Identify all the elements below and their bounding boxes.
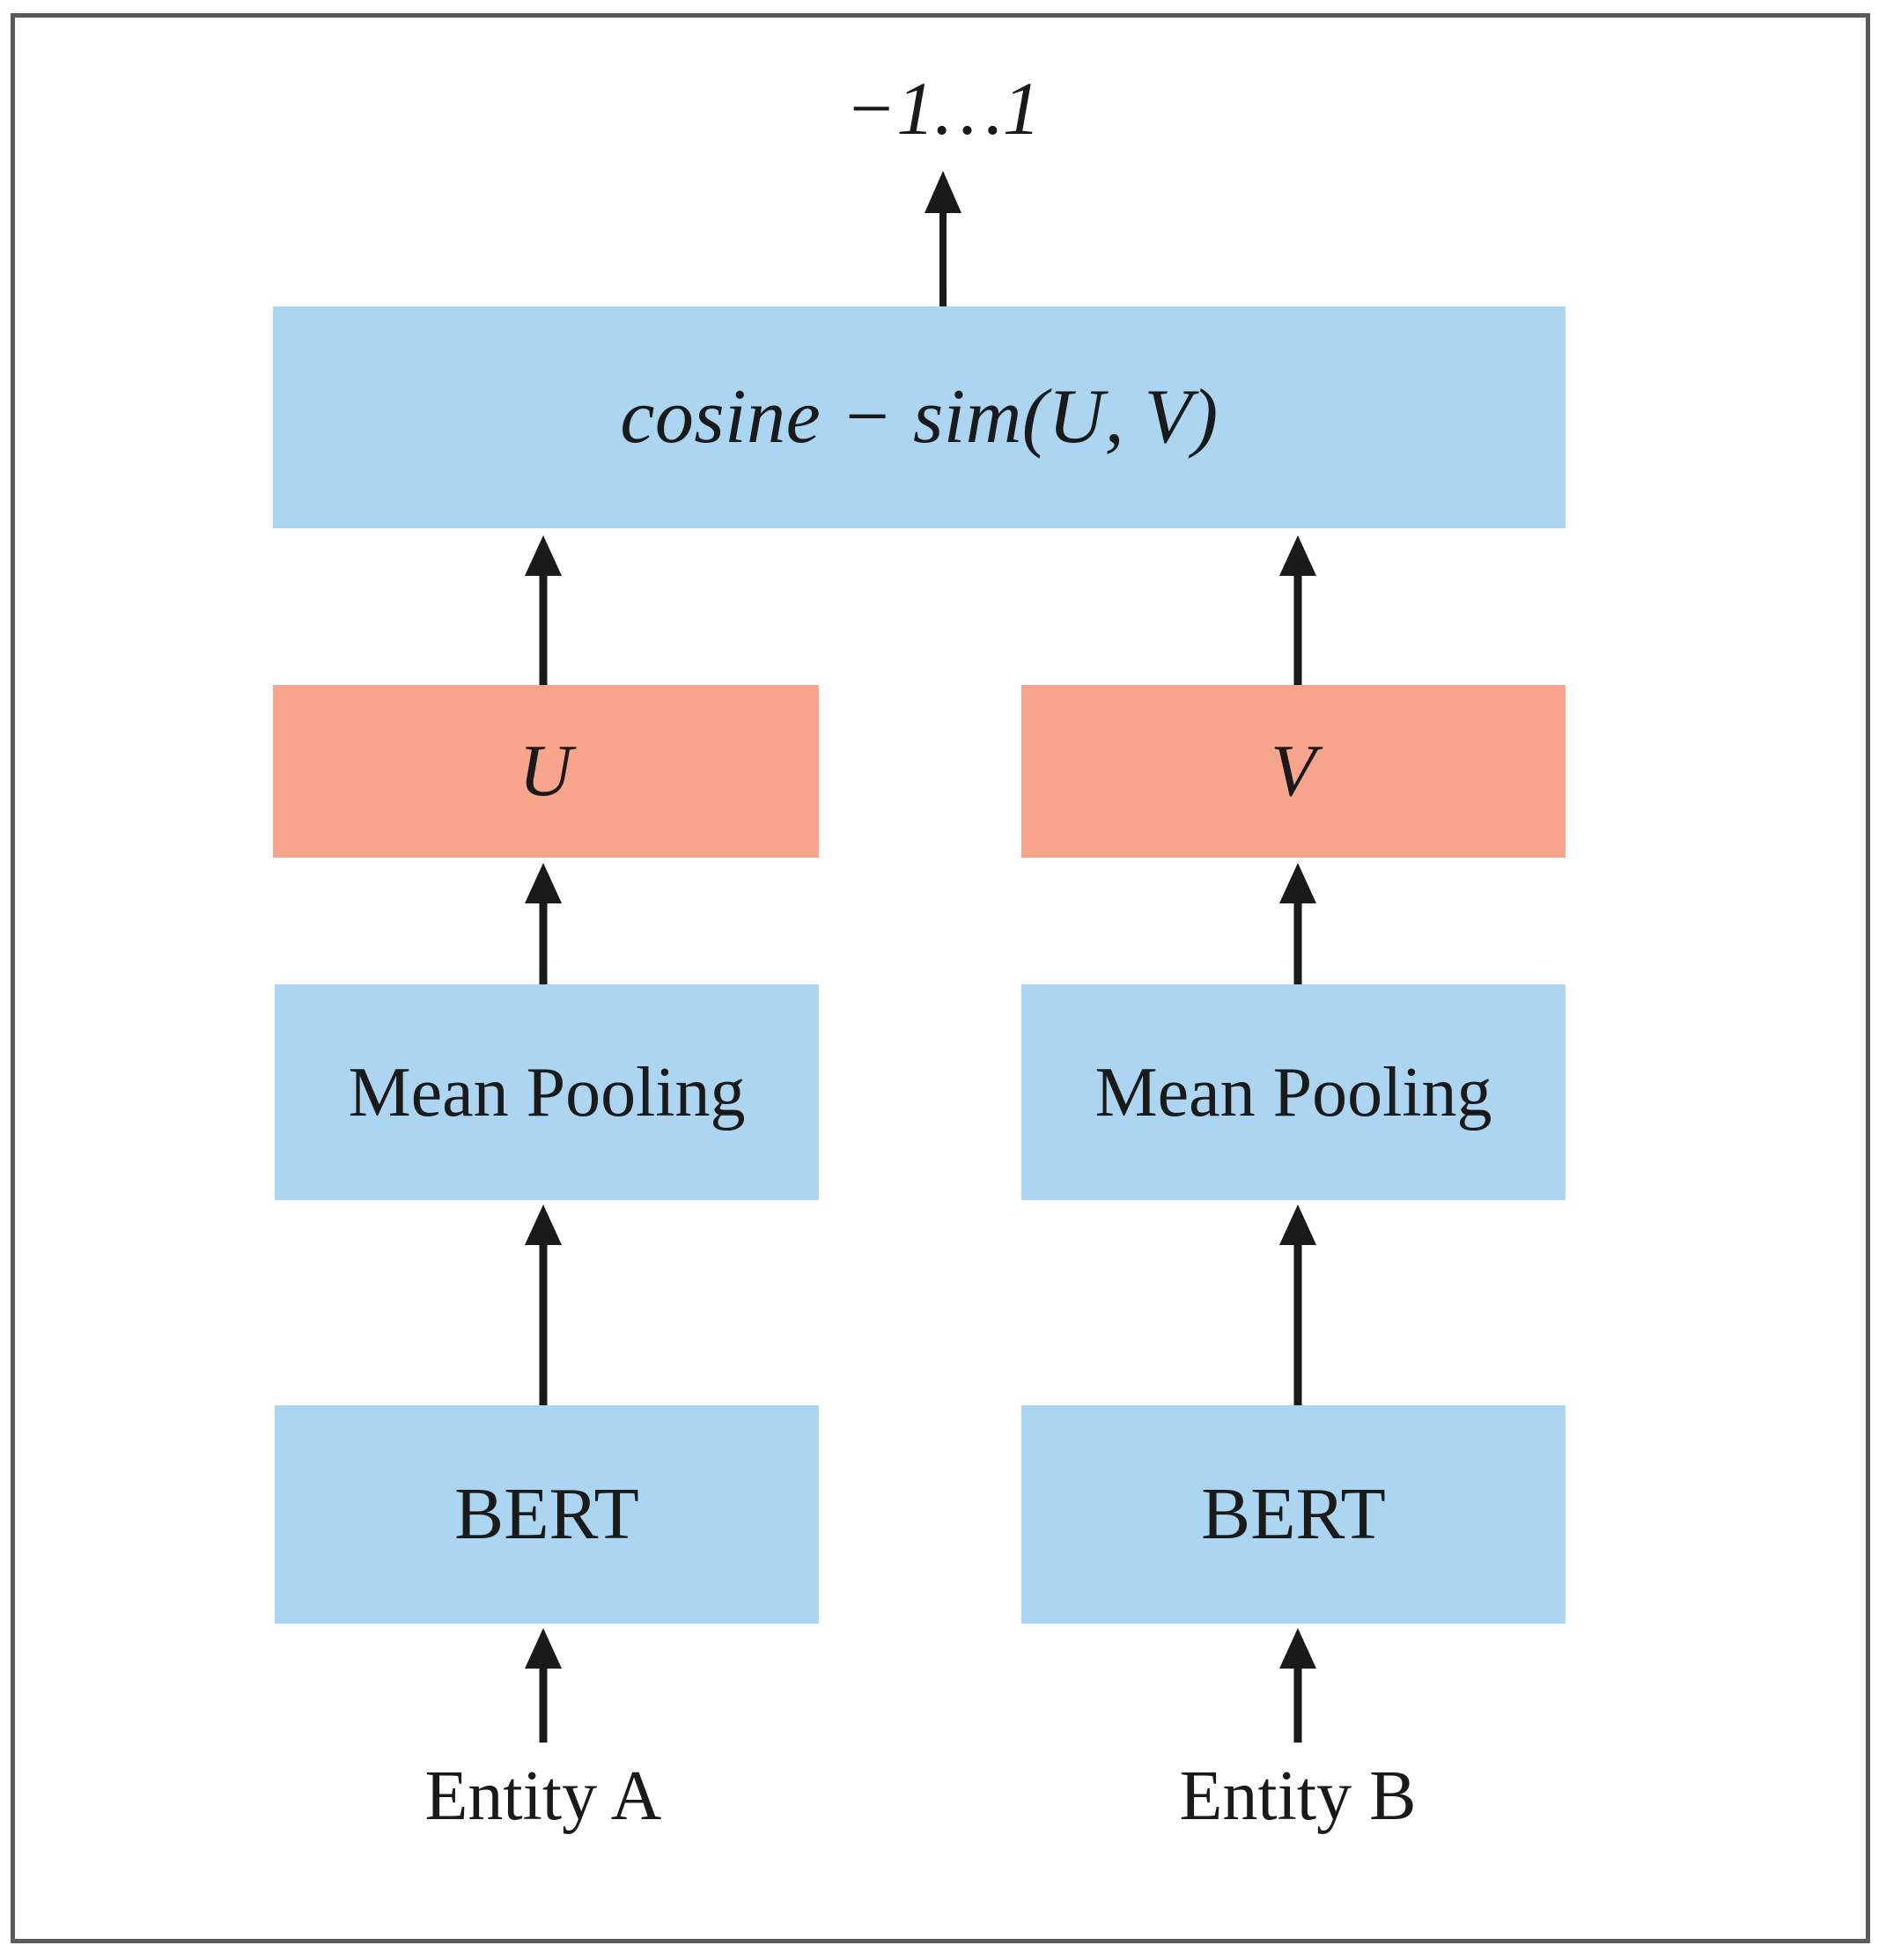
arrow-bert-right-to-mean-pooling bbox=[1277, 1203, 1319, 1405]
output-range-label: −1…1 bbox=[844, 66, 1042, 151]
bert-right-box[interactable]: BERT bbox=[1021, 1405, 1566, 1624]
bert-right-label: BERT bbox=[1201, 1473, 1386, 1555]
mean-pooling-right-label: Mean Pooling bbox=[1094, 1053, 1492, 1131]
v-embedding-box[interactable]: V bbox=[1021, 685, 1566, 858]
arrow-mean-pooling-left-to-u bbox=[522, 861, 564, 984]
u-embedding-label: U bbox=[519, 730, 573, 812]
entity-a-label: Entity A bbox=[424, 1757, 662, 1835]
mean-pooling-left-label: Mean Pooling bbox=[348, 1053, 746, 1131]
v-embedding-label: V bbox=[1271, 730, 1316, 812]
arrow-entity-a-to-bert bbox=[522, 1626, 564, 1743]
entity-b-label: Entity B bbox=[1179, 1757, 1417, 1835]
arrow-entity-b-to-bert bbox=[1277, 1626, 1319, 1743]
arrow-u-to-cosine bbox=[522, 534, 564, 685]
mean-pooling-right-box[interactable]: Mean Pooling bbox=[1021, 984, 1566, 1200]
arrow-v-to-cosine bbox=[1277, 534, 1319, 685]
bert-left-box[interactable]: BERT bbox=[275, 1405, 819, 1624]
cosine-sim-box[interactable]: cosine − sim(U, V) bbox=[273, 306, 1566, 528]
arrow-cosine-to-output bbox=[922, 169, 964, 306]
arrow-mean-pooling-right-to-v bbox=[1277, 861, 1319, 984]
mean-pooling-left-box[interactable]: Mean Pooling bbox=[275, 984, 819, 1200]
arrow-bert-left-to-mean-pooling bbox=[522, 1203, 564, 1405]
u-embedding-box[interactable]: U bbox=[273, 685, 819, 858]
cosine-sim-label: cosine − sim(U, V) bbox=[620, 374, 1219, 460]
bert-left-label: BERT bbox=[454, 1473, 639, 1555]
